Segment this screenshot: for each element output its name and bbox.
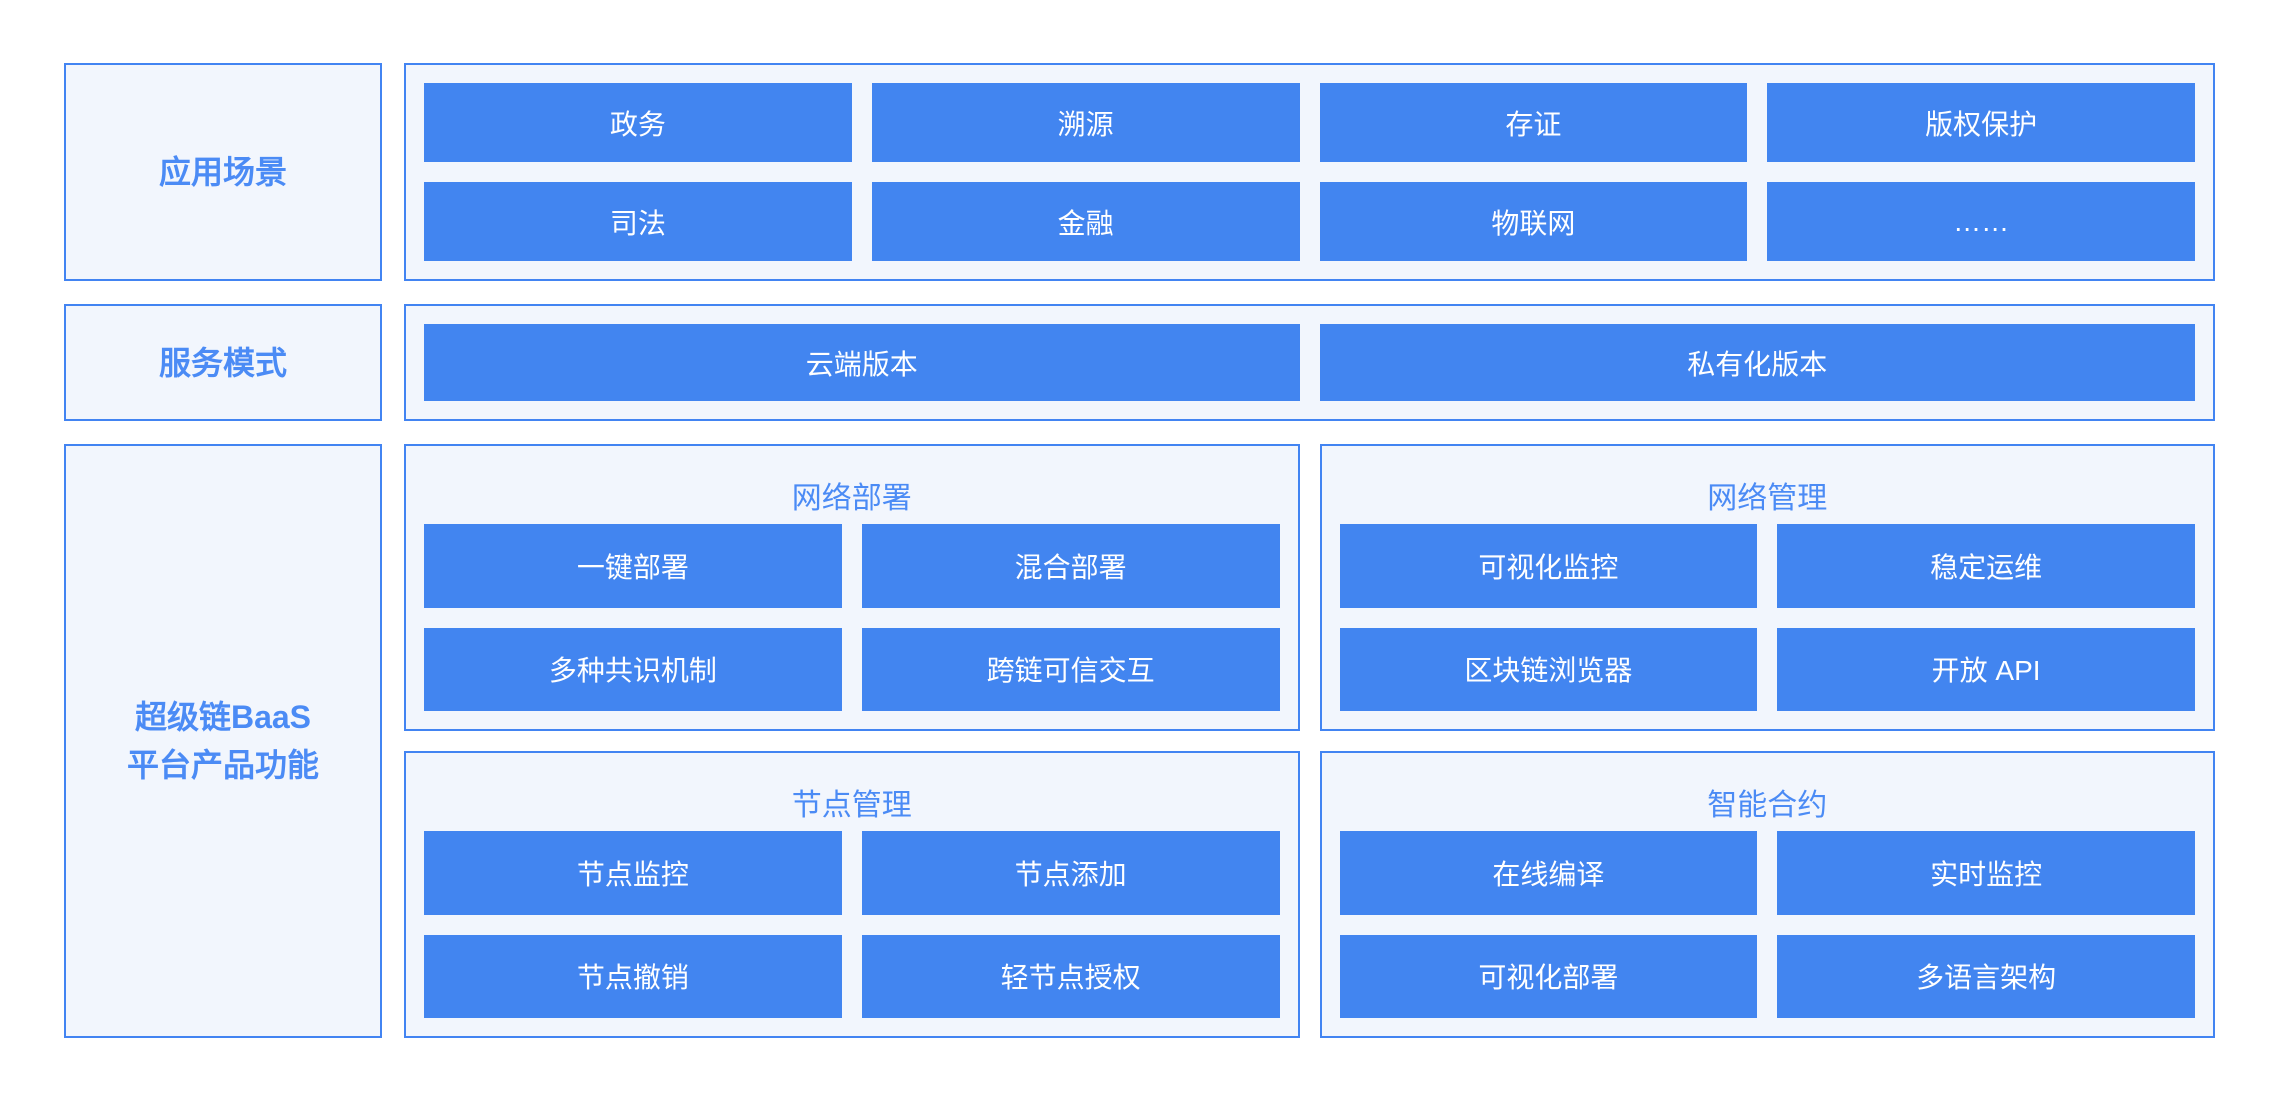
section-label-service-modes: 服务模式 (64, 304, 382, 421)
function-chip-open-api: 开放 API (1777, 627, 2195, 711)
service-chip-private-version: 私有化版本 (1319, 324, 2195, 401)
scenario-chip-finance: 金融 (871, 182, 1300, 261)
function-chip-online-compile: 在线编译 (1339, 831, 1758, 915)
function-chip-cross-chain: 跨链可信交互 (861, 627, 1280, 711)
scenario-chip-judicial: 司法 (424, 182, 852, 261)
subpanel-node-management: 节点管理 节点监控 节点添加 节点撤销 轻节点授权 (404, 751, 1300, 1038)
section-label-text: 服务模式 (158, 344, 287, 381)
section-label-application-scenarios: 应用场景 (64, 63, 382, 281)
function-chip-multi-language: 多语言架构 (1777, 934, 2195, 1018)
application-scenarios-panel: 政务 溯源 存证 版权保护 司法 金融 物联网 …… (404, 63, 2215, 281)
function-chip-visual-deploy: 可视化部署 (1339, 934, 1758, 1018)
scenario-chip-more: …… (1767, 182, 2195, 261)
row-platform-functions: 超级链BaaS 平台产品功能 网络部署 一键部署 混合部署 多种共识机制 跨链可… (64, 444, 2215, 1038)
service-modes-panel: 云端版本 私有化版本 (404, 304, 2215, 421)
scenario-chip-copyright: 版权保护 (1767, 83, 2195, 162)
subpanel-title: 网络部署 (791, 482, 912, 515)
section-label-line2: 平台产品功能 (126, 747, 319, 783)
subpanel-chip-grid: 一键部署 混合部署 多种共识机制 跨链可信交互 (424, 524, 1280, 711)
function-chip-hybrid-deploy: 混合部署 (861, 524, 1280, 608)
subpanel-title: 智能合约 (1707, 789, 1828, 822)
function-chip-light-node-auth: 轻节点授权 (861, 934, 1280, 1018)
section-label-platform-functions: 超级链BaaS 平台产品功能 (64, 444, 382, 1038)
subpanel-title: 节点管理 (791, 789, 912, 822)
subpanel-chip-grid: 可视化监控 稳定运维 区块链浏览器 开放 API (1339, 524, 2195, 711)
scenario-chip-traceability: 溯源 (871, 83, 1300, 162)
function-chip-blockchain-explorer: 区块链浏览器 (1339, 627, 1758, 711)
function-chip-stable-ops: 稳定运维 (1777, 524, 2195, 608)
scenario-chip-government: 政务 (424, 83, 852, 162)
function-chip-node-add: 节点添加 (861, 831, 1280, 915)
subpanel-title: 网络管理 (1707, 482, 1828, 515)
scenario-chip-iot: 物联网 (1319, 182, 1748, 261)
section-label-line1: 超级链BaaS (134, 699, 312, 735)
subpanel-smart-contract: 智能合约 在线编译 实时监控 可视化部署 多语言架构 (1319, 751, 2215, 1038)
service-chip-cloud-version: 云端版本 (424, 324, 1300, 401)
function-chip-visual-monitoring: 可视化监控 (1339, 524, 1758, 608)
row-application-scenarios: 应用场景 政务 溯源 存证 版权保护 司法 金融 物联网 …… (64, 63, 2215, 281)
scenario-chip-evidence: 存证 (1319, 83, 1748, 162)
function-chip-one-click-deploy: 一键部署 (424, 524, 842, 608)
subpanel-chip-grid: 在线编译 实时监控 可视化部署 多语言架构 (1339, 831, 2195, 1018)
subpanel-network-deployment: 网络部署 一键部署 混合部署 多种共识机制 跨链可信交互 (404, 444, 1300, 731)
diagram-content: 应用场景 政务 溯源 存证 版权保护 司法 金融 物联网 …… 服务模式 云端版… (64, 63, 2215, 1038)
subpanel-chip-grid: 节点监控 节点添加 节点撤销 轻节点授权 (424, 831, 1280, 1018)
function-chip-consensus-mechanisms: 多种共识机制 (424, 627, 842, 711)
function-chip-realtime-monitoring: 实时监控 (1777, 831, 2195, 915)
function-chip-node-monitoring: 节点监控 (424, 831, 842, 915)
row-service-modes: 服务模式 云端版本 私有化版本 (64, 304, 2215, 421)
subpanel-network-management: 网络管理 可视化监控 稳定运维 区块链浏览器 开放 API (1319, 444, 2215, 731)
platform-functions-grid: 网络部署 一键部署 混合部署 多种共识机制 跨链可信交互 网络管理 可视化监控 … (404, 444, 2215, 1038)
function-chip-node-revoke: 节点撤销 (424, 934, 842, 1018)
section-label-text: 应用场景 (158, 154, 287, 190)
